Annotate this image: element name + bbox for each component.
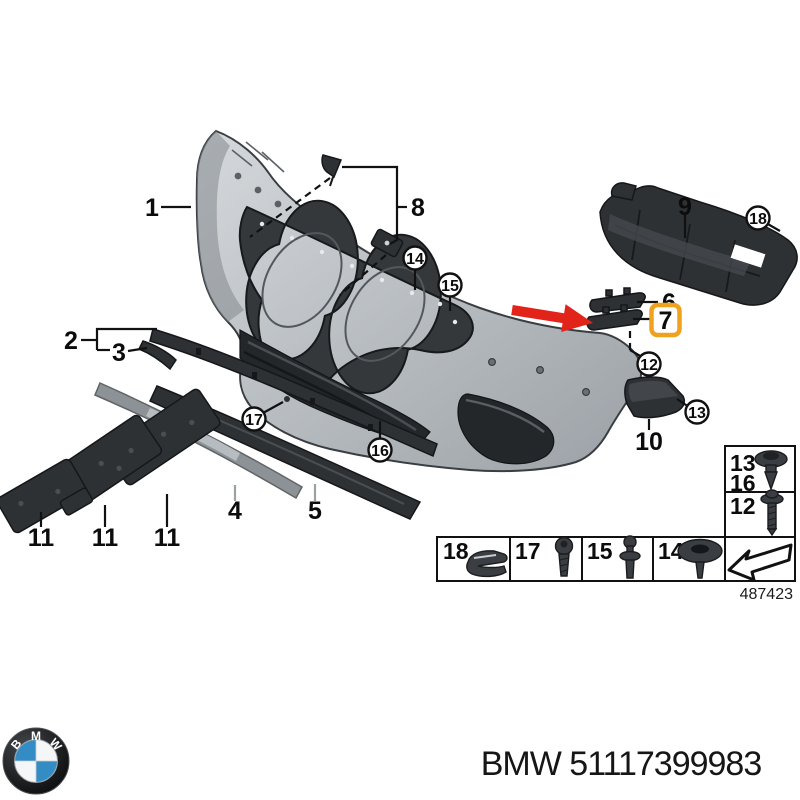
svg-text:12: 12 (640, 357, 658, 374)
callout-8: 8 (411, 194, 425, 222)
highlight-box (649, 302, 682, 338)
callout-3: 3 (112, 339, 126, 367)
svg-text:16: 16 (371, 443, 389, 460)
clip-part-8-pin (329, 176, 334, 187)
callout-4: 4 (228, 497, 242, 525)
view-direction-arrow-icon (727, 543, 793, 582)
circled-callout-13: 13 (684, 399, 710, 425)
footer: B M W BMW 51117399983 (2, 727, 762, 795)
circled-callout-15: 15 (437, 272, 463, 298)
circled-callout-12: 12 (636, 351, 662, 377)
part-number-caption: BMW 51117399983 (481, 745, 762, 783)
svg-text:14: 14 (406, 251, 424, 268)
long-screw-icon (760, 489, 784, 537)
pdc-sensor-holes (488, 358, 590, 397)
speed-clip-icon (466, 550, 508, 578)
kidney-opening-rims (261, 232, 426, 362)
side-bracket-9 (599, 185, 798, 306)
bumper-left-shade (196, 131, 244, 322)
table-cell-15 (581, 536, 654, 582)
push-pin-clip-icon (754, 450, 788, 492)
callout-10: 10 (635, 428, 663, 456)
svg-text:17: 17 (245, 412, 263, 429)
bmw-logo-quadrant-br (36, 761, 57, 782)
side-bracket-9-facet (608, 214, 750, 276)
table-label-17: 17 (515, 538, 541, 564)
trim-strip-2-studs (196, 348, 373, 431)
table-label-16: 16 (730, 470, 756, 496)
side-bracket-9-notch (730, 244, 766, 268)
frame-bolt-holes (259, 221, 458, 325)
bmw-logo-letter-m: M (31, 729, 41, 743)
callout-9: 9 (678, 193, 692, 221)
callouts: 1 2 3 4 5 6 8 9 10 11 11 11 7 12 13 (28, 193, 771, 552)
fog-lamp-opening (457, 393, 555, 465)
callout-1: 1 (145, 194, 159, 222)
svg-text:13: 13 (688, 405, 706, 422)
circled-callout-16: 16 (367, 437, 393, 463)
fog-lamp-lip (465, 398, 545, 433)
trim-strip-3 (137, 340, 177, 371)
highlight-arrow (511, 304, 593, 332)
side-bracket-9-top-tab (610, 182, 637, 201)
table-label-13: 13 (730, 450, 756, 476)
screw-position-marker (284, 396, 290, 402)
trim-strip-5-rib (199, 411, 405, 505)
support-rail-6-stud (623, 287, 631, 295)
pan-screw-icon (554, 536, 574, 577)
washer-grommet-icon (677, 538, 723, 579)
callout-5: 5 (308, 497, 322, 525)
clip-part-8 (321, 154, 343, 179)
support-rail-6-stud (605, 289, 613, 297)
highlighted-callout-7: 7 (649, 302, 682, 338)
bumper-parts (0, 129, 798, 534)
svg-text:15: 15 (441, 278, 459, 295)
callout-7: 7 (659, 307, 673, 335)
support-rail-7-stud (602, 306, 610, 314)
callout-11b: 11 (92, 524, 119, 552)
diagram-number: 487423 (740, 586, 793, 603)
leader-lines (39, 165, 781, 527)
callout-11c: 11 (154, 524, 181, 552)
svg-text:18: 18 (749, 211, 767, 228)
expansion-rivet-icon (619, 535, 641, 579)
circled-callouts: 12 13 14 15 16 17 (241, 205, 771, 463)
adapter-plate-8 (370, 228, 404, 258)
support-rail-7-stud (620, 304, 628, 312)
lower-grille-slat (247, 340, 417, 432)
closing-flap-10-facet (628, 380, 678, 402)
circled-callout-18: 18 (745, 205, 771, 231)
bmw-logo: B M W (2, 727, 70, 795)
fastener-table: 13 16 12 18 17 15 14 (436, 445, 796, 603)
callout-11a: 11 (28, 524, 55, 552)
table-label-12: 12 (730, 493, 756, 519)
bmw-logo-quadrant-tl (15, 740, 36, 761)
callout-2: 2 (64, 327, 78, 355)
circled-callout-17: 17 (241, 406, 267, 432)
bumper-corner-details (231, 141, 285, 208)
plate-panel-11-front (0, 458, 94, 534)
circled-callout-14: 14 (402, 245, 428, 271)
table-label-18: 18 (443, 538, 469, 564)
trim-strip-2 (149, 328, 438, 458)
table-label-15: 15 (587, 538, 613, 564)
